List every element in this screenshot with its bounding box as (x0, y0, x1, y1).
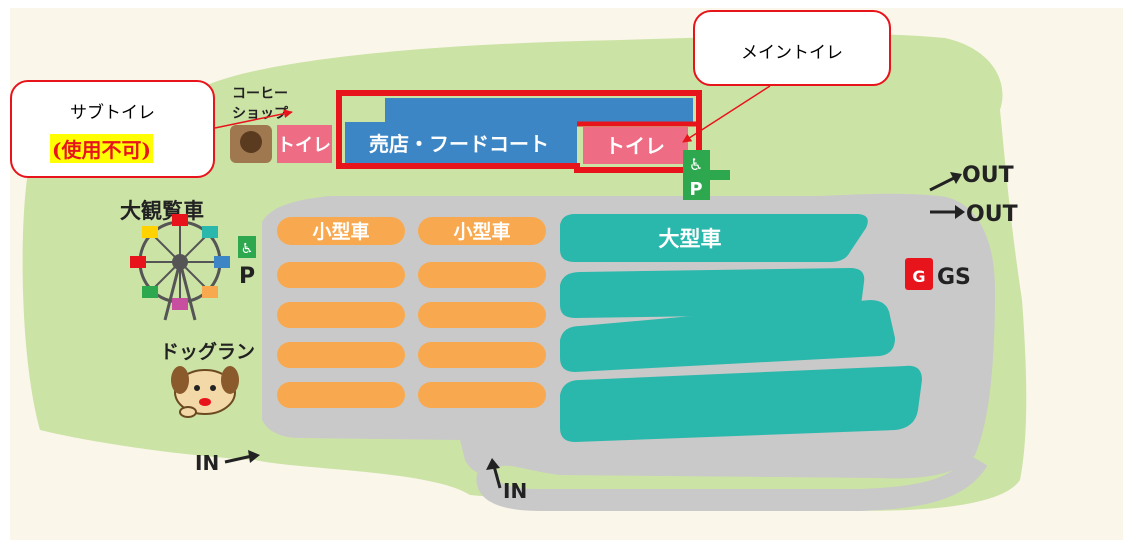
coffee-shop-label-line2: ショップ (232, 106, 289, 122)
dog-run-label: ドッグラン (160, 340, 255, 363)
gas-station-badge: G (912, 267, 925, 286)
in-arrow-left-head (248, 450, 260, 463)
wheelchair-icon-right: ♿ (689, 155, 703, 174)
small-car-label-2: 小型車 (453, 220, 510, 243)
main-toilet-callout: メイントイレ (693, 10, 891, 86)
main-toilet-callout-title: メイントイレ (741, 43, 843, 63)
out-label-1: OUT (962, 163, 1014, 188)
main-toilet (583, 127, 688, 164)
wheelchair-icon-left: ♿ (241, 241, 254, 257)
disabled-parking-right-label: P (689, 179, 702, 200)
small-car-lots (277, 217, 546, 408)
sub-toilet-pointer-arrow (214, 109, 293, 129)
disabled-parking-left-label: P (239, 264, 255, 289)
main-toilet-pointer-arrow (682, 85, 771, 143)
sub-toilet-label: トイレ (277, 135, 331, 156)
in-arrow-bottom-icon (492, 465, 502, 489)
out-arrow-2-head (955, 205, 965, 219)
in-arrow-left-icon (224, 454, 253, 464)
ferris-wheel-label: 大観覧車 (120, 199, 204, 223)
bottom-loop-road (476, 453, 988, 511)
large-car-lots (560, 214, 922, 442)
large-car-label: 大型車 (659, 227, 722, 251)
sub-toilet-callout-note: (使用不可) (50, 134, 153, 163)
coffee-shop-figure-icon (240, 131, 262, 153)
sub-toilet (277, 125, 332, 163)
shop-food-court (345, 122, 577, 164)
coffee-shop-label-line1: コーヒー (232, 86, 288, 102)
out-arrow-1-head (950, 172, 962, 184)
out-label-2: OUT (966, 202, 1018, 227)
sub-toilet-callout: サブトイレ (使用不可) (10, 80, 215, 178)
shop-food-court-label: 売店・フードコート (369, 132, 549, 156)
disabled-parking-left-sign (238, 236, 256, 258)
main-area-highlight (336, 90, 702, 173)
small-car-label-1: 小型車 (312, 220, 369, 243)
in-label-bottom: IN (503, 479, 527, 503)
main-building-right (577, 115, 693, 125)
disabled-parking-right-sign (683, 150, 710, 200)
gas-station-label: GS (937, 265, 971, 290)
in-label-left: IN (195, 451, 219, 475)
dog-icon (171, 366, 239, 418)
in-arrow-bottom-head (486, 458, 500, 470)
disabled-parking-right-bar (710, 170, 730, 180)
sub-toilet-callout-title: サブトイレ (70, 103, 155, 123)
gas-station-icon (905, 258, 933, 290)
ferris-wheel-icon (130, 214, 230, 321)
main-toilet-label: トイレ (605, 134, 665, 158)
